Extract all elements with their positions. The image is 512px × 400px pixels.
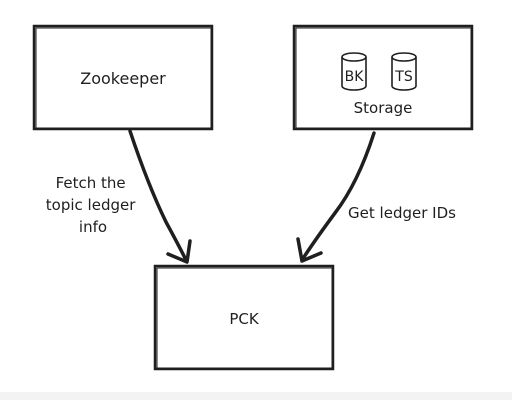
fetch-label-line-2: topic ledger xyxy=(46,196,136,214)
storage-box-sketch xyxy=(295,27,472,129)
fetch-label-line-1: Fetch the xyxy=(56,174,126,192)
pck-node: PCK xyxy=(153,264,335,371)
fetch-edge: Fetch the topic ledger info xyxy=(46,129,192,264)
ledger-ids-arrow xyxy=(300,131,376,262)
fetch-label-line-3: info xyxy=(79,218,107,236)
bottom-band xyxy=(0,392,512,400)
ledger-ids-edge: Get ledger IDs xyxy=(296,131,456,263)
storage-node: BK TS Storage xyxy=(292,24,474,131)
fetch-arrowhead-icon xyxy=(166,239,192,264)
zookeeper-box xyxy=(32,24,214,131)
bk-cylinder-icon: BK xyxy=(341,52,367,91)
pck-label: PCK xyxy=(229,310,260,328)
pck-box-sketch xyxy=(156,267,333,369)
fetch-edge-label: Fetch the topic ledger info xyxy=(46,174,140,236)
storage-box xyxy=(292,24,474,131)
zookeeper-box-sketch xyxy=(35,27,212,129)
bk-label: BK xyxy=(345,69,365,85)
ledger-ids-edge-label: Get ledger IDs xyxy=(348,204,456,222)
ts-label: TS xyxy=(394,69,413,85)
zookeeper-node: Zookeeper xyxy=(32,24,214,131)
pck-box xyxy=(153,264,335,371)
zookeeper-label: Zookeeper xyxy=(80,69,166,88)
storage-label: Storage xyxy=(354,99,413,117)
ledger-ids-arrowhead-icon xyxy=(296,237,323,263)
fetch-arrow xyxy=(128,129,188,262)
ts-cylinder-icon: TS xyxy=(391,52,417,91)
